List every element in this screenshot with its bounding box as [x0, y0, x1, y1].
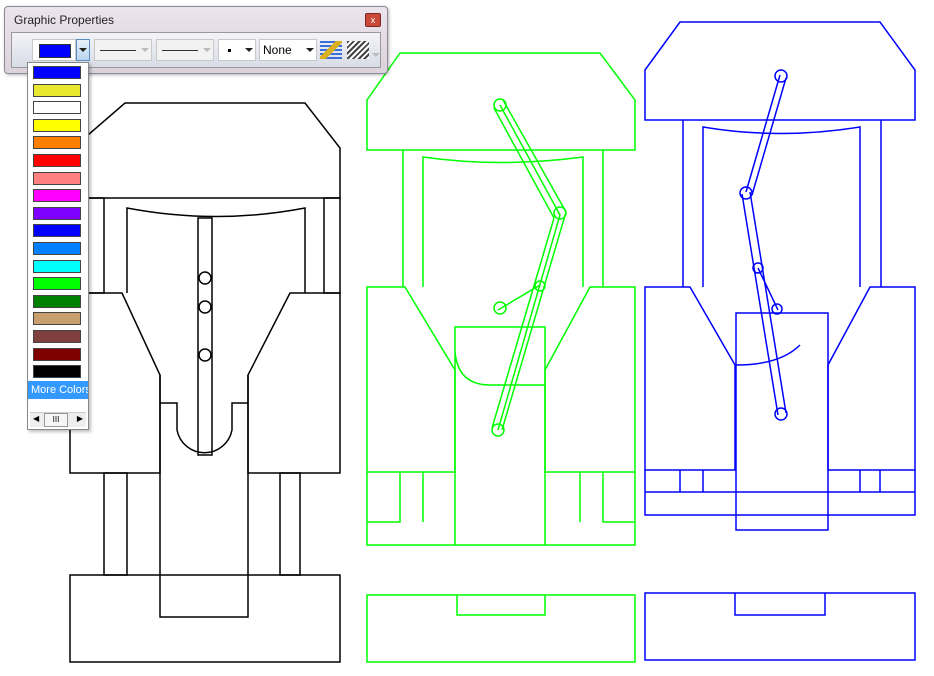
color-swatch[interactable]: [33, 206, 81, 220]
chevron-down-icon: [306, 48, 314, 52]
drawing-black: [69, 102, 341, 663]
paint-brush-icon[interactable]: [320, 41, 342, 59]
color-swatch[interactable]: [33, 259, 81, 273]
color-swatch[interactable]: [33, 66, 81, 79]
line-color-picker[interactable]: [32, 39, 76, 61]
color-dropdown-list: More Colors... ◀III▶: [27, 62, 89, 430]
color-swatch[interactable]: [33, 224, 81, 238]
color-swatch[interactable]: [33, 294, 81, 308]
color-dropdown-button[interactable]: [76, 39, 90, 61]
line-style-dropdown[interactable]: [94, 39, 152, 61]
hatch-pattern-icon[interactable]: [347, 41, 369, 59]
color-swatch[interactable]: [33, 83, 81, 97]
color-swatch[interactable]: [33, 330, 81, 343]
fill-dropdown[interactable]: None: [259, 39, 317, 61]
line-weight-dropdown[interactable]: [156, 39, 214, 61]
close-button[interactable]: x: [365, 13, 381, 27]
chevron-down-icon[interactable]: [372, 53, 380, 57]
chevron-down-icon: [79, 48, 87, 52]
more-colors-item[interactable]: More Colors...: [28, 381, 88, 399]
color-swatch[interactable]: [33, 154, 81, 167]
color-swatch[interactable]: [33, 118, 81, 132]
scroll-thumb[interactable]: III: [44, 413, 68, 427]
chevron-down-icon: [141, 48, 149, 52]
window-title: Graphic Properties: [14, 13, 115, 27]
color-swatch[interactable]: [33, 312, 81, 326]
drawing-blue: [644, 21, 916, 661]
chevron-down-icon: [203, 48, 211, 52]
color-swatch[interactable]: [33, 136, 81, 150]
current-color-swatch: [39, 44, 71, 58]
color-swatch[interactable]: [33, 171, 81, 185]
horizontal-scrollbar[interactable]: ◀III▶: [30, 412, 86, 427]
color-swatch[interactable]: [33, 277, 81, 291]
color-swatch[interactable]: [33, 365, 81, 379]
color-swatch[interactable]: [33, 189, 81, 203]
color-swatch[interactable]: [33, 101, 81, 115]
fill-value: None: [263, 43, 292, 57]
drawing-green: [366, 52, 636, 663]
point-style-dropdown[interactable]: [218, 39, 256, 61]
color-swatch[interactable]: [33, 242, 81, 255]
color-swatch[interactable]: [33, 347, 81, 361]
chevron-down-icon: [245, 48, 253, 52]
